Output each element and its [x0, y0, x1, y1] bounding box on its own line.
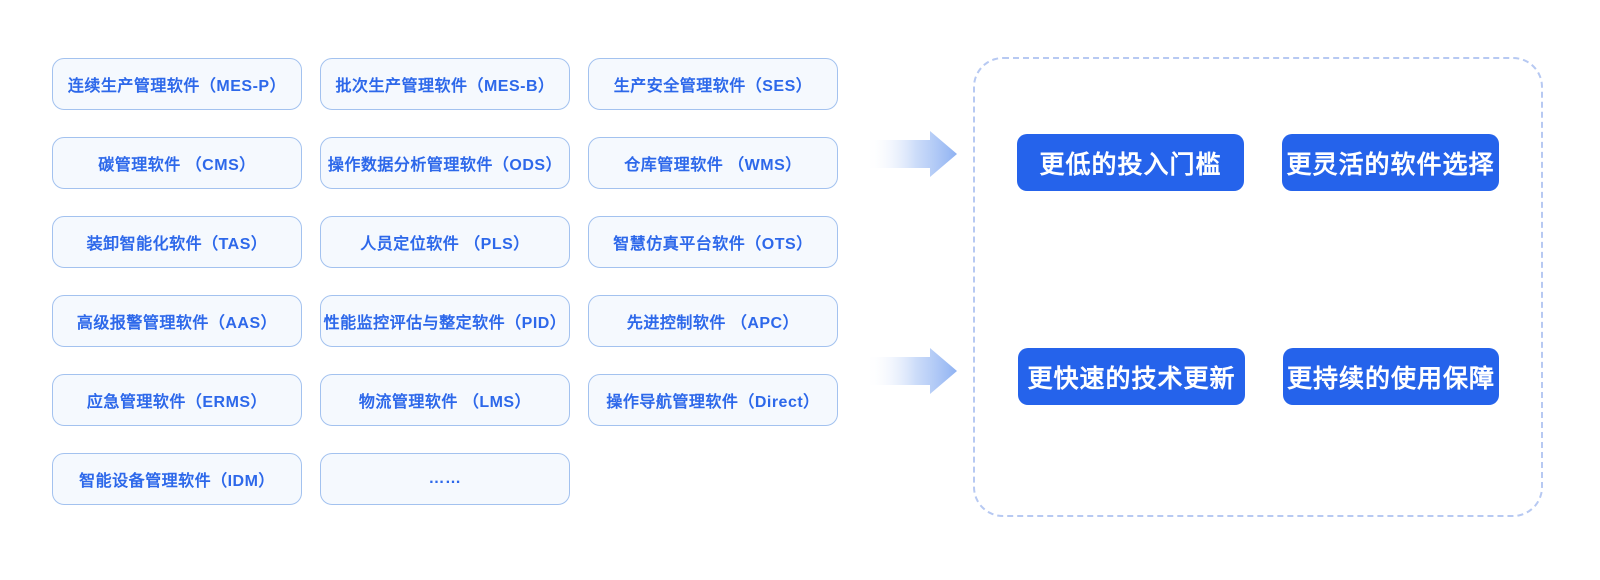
software-chip: 操作导航管理软件（Direct） [588, 374, 838, 426]
software-chip: 装卸智能化软件（TAS） [52, 216, 302, 268]
benefit-badge: 更快速的技术更新 [1018, 348, 1245, 405]
software-chip: 生产安全管理软件（SES） [588, 58, 838, 110]
software-chip: 碳管理软件 （CMS） [52, 137, 302, 189]
software-chip: 人员定位软件 （PLS） [320, 216, 570, 268]
software-chip: 物流管理软件 （LMS） [320, 374, 570, 426]
software-grid: 连续生产管理软件（MES-P） 批次生产管理软件（MES-B） 生产安全管理软件… [52, 58, 838, 505]
software-chip: 智慧仿真平台软件（OTS） [588, 216, 838, 268]
software-chip: 仓库管理软件 （WMS） [588, 137, 838, 189]
right-arrow-icon [866, 131, 957, 177]
right-arrow-icon [866, 348, 957, 394]
software-chip: 先进控制软件 （APC） [588, 295, 838, 347]
software-chip: 高级报警管理软件（AAS） [52, 295, 302, 347]
software-chip: 操作数据分析管理软件（ODS） [320, 137, 570, 189]
benefits-panel: 更低的投入门槛 更灵活的软件选择 更快速的技术更新 更持续的使用保障 [973, 57, 1543, 517]
software-chip: 性能监控评估与整定软件（PID） [320, 295, 570, 347]
software-chip: 智能设备管理软件（IDM） [52, 453, 302, 505]
software-chip: 连续生产管理软件（MES-P） [52, 58, 302, 110]
software-chip-ellipsis: …… [320, 453, 570, 505]
benefit-badge: 更低的投入门槛 [1017, 134, 1244, 191]
software-chip: 应急管理软件（ERMS） [52, 374, 302, 426]
benefit-badge: 更灵活的软件选择 [1282, 134, 1499, 191]
software-chip: 批次生产管理软件（MES-B） [320, 58, 570, 110]
benefit-badge: 更持续的使用保障 [1283, 348, 1499, 405]
